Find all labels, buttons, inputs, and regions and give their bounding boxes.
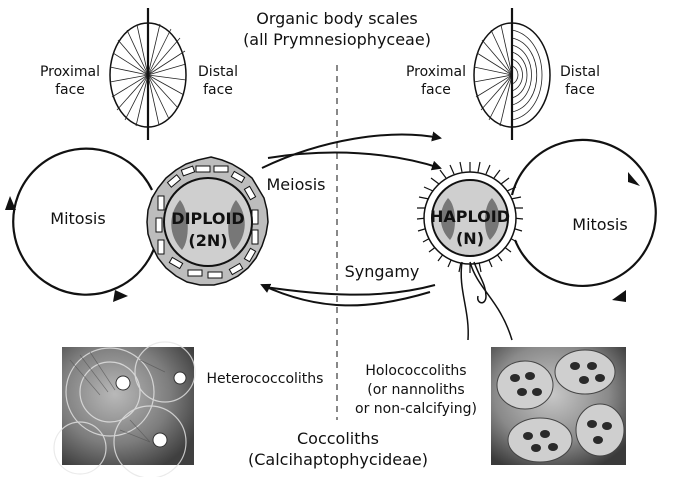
mitosis-left-label: Mitosis <box>50 209 106 228</box>
calcihaptophycideae-label: (Calcihaptophycideae) <box>248 450 428 469</box>
diploid-cell <box>146 156 269 286</box>
right-proximal-face-line1: Proximal <box>405 64 467 80</box>
left-proximal-face-line2: face <box>55 82 85 98</box>
mitosis-right-label: Mitosis <box>572 215 628 234</box>
title-line-2: (all Prymnesiophyceae) <box>243 30 431 49</box>
diploid-ploidy: (2N) <box>188 231 228 250</box>
left-proximal-face-line1: Proximal <box>39 64 101 80</box>
heterococcolith-sem-image <box>53 341 196 477</box>
holococcolith-sem-image <box>491 347 626 465</box>
coccoliths-label: Coccoliths <box>297 429 379 448</box>
meiosis-arrows <box>261 131 442 171</box>
right-distal-face-line2: face <box>565 82 595 98</box>
syngamy-arrows <box>260 283 436 307</box>
holococcoliths-line1: Holococcoliths <box>365 363 467 379</box>
haploid-cell <box>416 161 524 341</box>
mitosis-cycle-left <box>5 147 160 302</box>
left-distal-face-line2: face <box>203 82 233 98</box>
syngamy-label: Syngamy <box>344 262 420 281</box>
organic-scale-right <box>473 8 551 140</box>
heterococcoliths-label: Heterococcoliths <box>206 371 324 387</box>
holococcoliths-line2: (or nannoliths <box>367 382 465 398</box>
title-line-1: Organic body scales <box>256 9 418 28</box>
meiosis-label: Meiosis <box>266 175 326 194</box>
right-distal-face-line1: Distal <box>560 64 600 80</box>
diploid-label: DIPLOID <box>171 209 245 228</box>
haploid-label: HAPLOID <box>430 207 510 226</box>
holococcoliths-line3: or non-calcifying) <box>355 401 477 417</box>
haploid-ploidy: (N) <box>455 229 484 248</box>
mitosis-cycle-right <box>510 138 657 302</box>
left-distal-face-line1: Distal <box>198 64 238 80</box>
organic-scale-left <box>109 8 187 140</box>
right-proximal-face-line2: face <box>421 82 451 98</box>
